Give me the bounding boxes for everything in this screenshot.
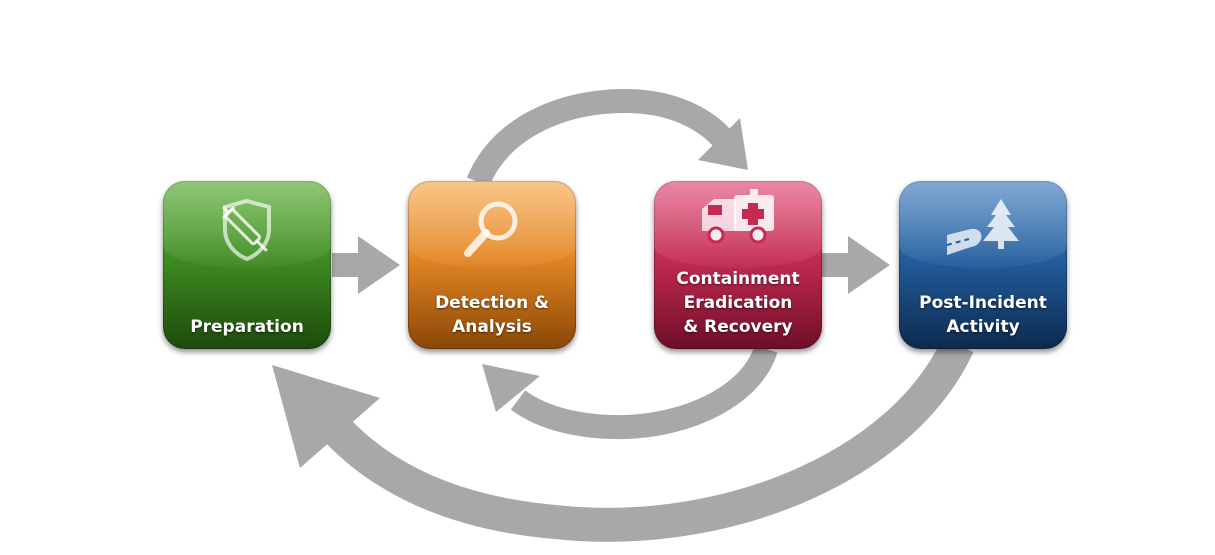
phase-containment-eradication-recovery: Containment Eradication & Recovery <box>654 181 822 349</box>
phase-label-line: Analysis <box>452 317 532 337</box>
arrow-containment-to-detection <box>510 344 778 440</box>
phase-label-line: Detection & <box>435 293 549 313</box>
arrow-containment-to-post <box>822 253 850 277</box>
phase-label: Preparation <box>167 315 327 339</box>
phase-detection-analysis: Detection & Analysis <box>408 181 576 349</box>
phase-label-line: Containment <box>676 269 800 289</box>
phase-post-incident-activity: Post-Incident Activity <box>899 181 1067 349</box>
phase-label-line: Activity <box>946 317 1020 337</box>
arrowhead-containment-to-detection <box>482 364 540 412</box>
shield-syringe-icon <box>163 191 331 269</box>
tree-road-icon <box>899 191 1067 269</box>
arrowhead-detection-to-containment <box>698 118 748 170</box>
phase-label-line: Eradication <box>683 293 793 313</box>
magnifier-icon <box>408 191 576 269</box>
arrowhead-containment-to-post <box>848 236 890 294</box>
phase-label-line: Preparation <box>190 317 304 337</box>
ambulance-icon <box>654 185 822 249</box>
arrow-detection-to-containment <box>466 88 738 188</box>
phase-label-line: Post-Incident <box>919 293 1047 313</box>
arrow-post-to-preparation <box>324 337 974 542</box>
phase-label: Detection & Analysis <box>412 291 572 339</box>
arrowhead-preparation-to-detection <box>358 236 400 294</box>
phase-preparation: Preparation <box>163 181 331 349</box>
arrowhead-post-to-preparation <box>272 365 380 468</box>
phase-label-line: & Recovery <box>683 317 793 337</box>
arrow-preparation-to-detection <box>332 253 360 277</box>
phase-label: Containment Eradication & Recovery <box>658 267 818 339</box>
phase-label: Post-Incident Activity <box>903 291 1063 339</box>
